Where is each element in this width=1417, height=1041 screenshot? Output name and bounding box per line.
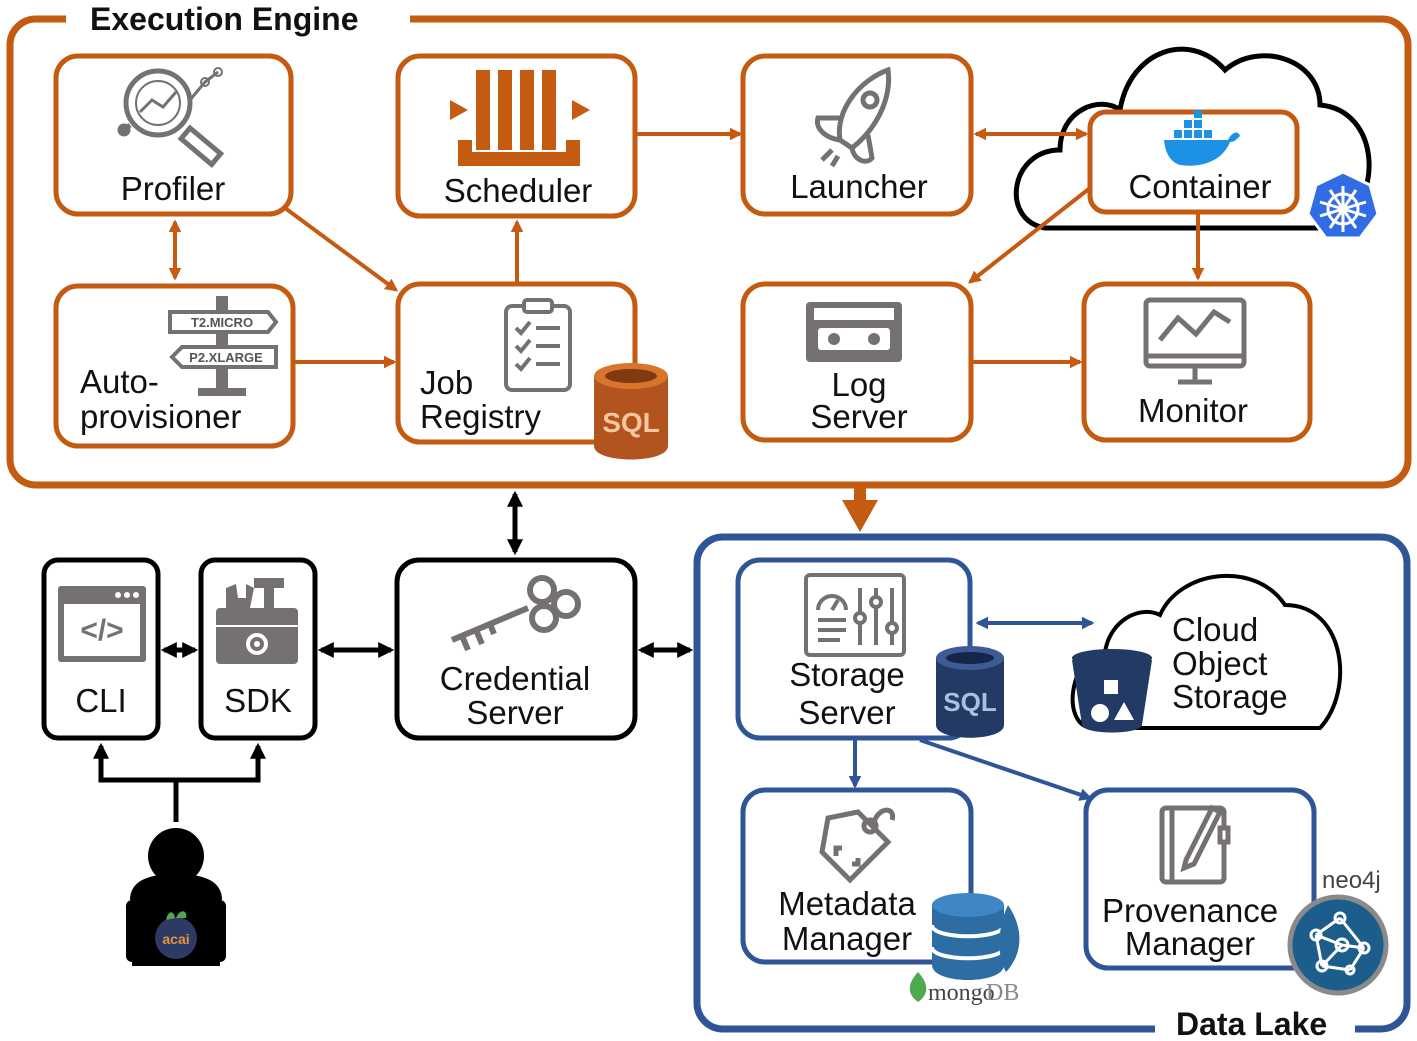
launcher-label: Launcher — [790, 168, 928, 205]
launcher-node: Launcher — [740, 53, 974, 217]
toolbox-icon — [216, 578, 298, 664]
container-node: Container — [1087, 109, 1300, 215]
execution-engine-group: Execution Engine — [6, 0, 1412, 489]
sdk-label: SDK — [224, 682, 292, 719]
code-symbol: </> — [80, 614, 123, 647]
scheduler-label: Scheduler — [444, 172, 593, 209]
mongodb-icon: mongo DB — [909, 893, 1020, 1006]
arrow-container-logserver — [967, 186, 1092, 284]
arrow-storage-provenance — [919, 738, 1093, 801]
signpost-top-text: T2.MICRO — [191, 315, 253, 330]
cloud-object-storage-node: Cloud Object Storage — [1070, 573, 1343, 733]
job-registry-label-line2: Registry — [420, 398, 542, 435]
cloud-object-storage-label-line1: Cloud — [1172, 611, 1258, 648]
sql-lake-text: SQL — [943, 687, 997, 717]
data-lake-arrows — [848, 616, 1095, 801]
scheduler-icon — [450, 70, 590, 166]
kubernetes-icon — [1306, 170, 1380, 240]
metadata-manager-label-line2: Manager — [782, 920, 912, 957]
sql-exec-text: SQL — [602, 407, 660, 438]
metadata-manager-node: Metadata Manager — [740, 787, 974, 965]
sql-database-icon: SQL — [594, 363, 668, 460]
profiler-label: Profiler — [121, 170, 226, 207]
log-server-node: Log Server — [740, 281, 974, 443]
key-icon — [450, 575, 581, 652]
data-lake-title: Data Lake — [1176, 1006, 1327, 1041]
monitor-node: Monitor — [1081, 281, 1313, 443]
signpost-bottom-text: P2.XLARGE — [189, 350, 263, 365]
storage-server-node: Storage Server — [735, 557, 973, 741]
container-label: Container — [1128, 168, 1271, 205]
cli-label: CLI — [75, 682, 126, 719]
connector-user-sdk — [176, 742, 267, 783]
provenance-manager-label-line2: Manager — [1125, 925, 1255, 962]
storage-server-label-line2: Server — [798, 694, 895, 731]
provenance-manager-label-line1: Provenance — [1102, 892, 1278, 929]
acai-label: acai — [162, 931, 189, 947]
job-registry-label-line1: Job — [420, 364, 473, 401]
log-server-label-line1: Log — [831, 366, 886, 403]
credential-server-label-line2: Server — [466, 694, 563, 731]
data-lake-group: Data Lake — [693, 533, 1411, 1041]
code-window-icon: </> — [58, 586, 146, 662]
signpost-icon: T2.MICRO P2.XLARGE — [168, 296, 279, 396]
mongodb-text-suffix: DB — [986, 980, 1019, 1006]
journal-icon — [1159, 804, 1231, 885]
monitor-label: Monitor — [1138, 392, 1248, 429]
credential-server-node: Credential Server — [394, 557, 638, 741]
arrow-profiler-jobregistry — [283, 206, 399, 292]
cli-node: </> CLI — [41, 557, 161, 741]
neo4j-text: neo4j — [1322, 867, 1381, 894]
profiler-node: Profiler — [53, 53, 294, 217]
rocket-icon — [814, 66, 892, 168]
provenance-manager-node: Provenance Manager — [1083, 787, 1317, 971]
autoprovisioner-node: T2.MICRO P2.XLARGE Auto- provisioner — [53, 283, 296, 449]
credential-server-label-line1: Credential — [440, 660, 590, 697]
cloud-object-storage-label-line2: Object — [1172, 645, 1267, 682]
execution-engine-title: Execution Engine — [90, 1, 358, 37]
autoprovisioner-label-line2: provisioner — [80, 398, 241, 435]
arrow-engine-datalake — [842, 487, 878, 532]
execution-engine-arrows — [168, 127, 1205, 369]
neo4j-icon: neo4j — [1287, 867, 1389, 996]
metadata-manager-label-line1: Metadata — [778, 885, 916, 922]
tag-icon — [819, 807, 896, 884]
storage-server-label-line1: Storage — [789, 656, 905, 693]
log-server-label-line2: Server — [810, 398, 907, 435]
sql-lake-database-icon: SQL — [936, 646, 1004, 738]
user-icon: acai — [126, 828, 226, 966]
cassette-icon — [806, 302, 902, 362]
connector-user-split — [92, 742, 179, 822]
job-registry-node: Job Registry — [395, 281, 638, 445]
client-arrows — [92, 490, 694, 822]
magnifier-chart-icon — [117, 67, 225, 168]
sdk-node: SDK — [198, 557, 318, 741]
autoprovisioner-label-line1: Auto- — [80, 363, 159, 400]
clipboard-icon — [504, 298, 572, 392]
scheduler-node: Scheduler — [395, 53, 638, 219]
monitor-icon — [1143, 297, 1247, 385]
bucket-icon — [1072, 649, 1152, 733]
docker-icon — [1164, 110, 1240, 166]
control-panel-icon — [804, 573, 906, 657]
cloud-object-storage-label-line3: Storage — [1172, 678, 1288, 715]
mongodb-text-prefix: mongo — [928, 980, 995, 1006]
